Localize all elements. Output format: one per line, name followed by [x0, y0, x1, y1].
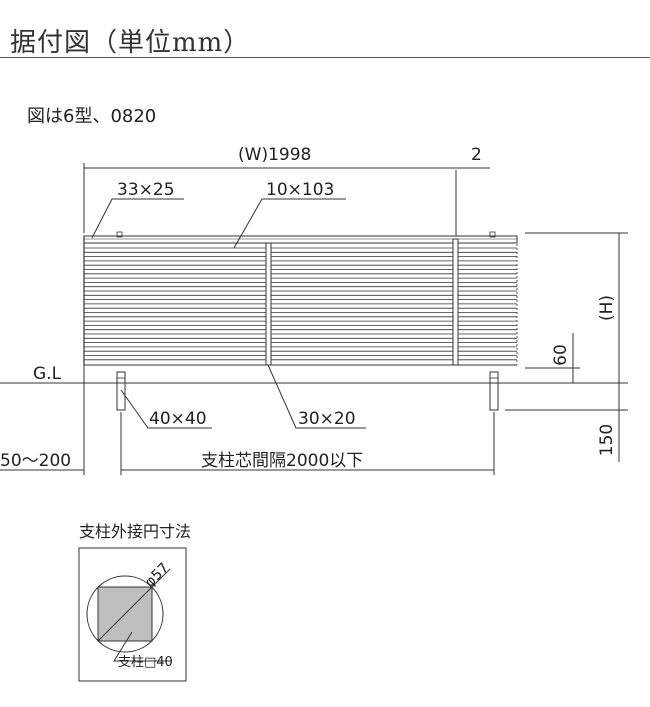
post-label: 40×40 [149, 409, 207, 429]
detail-leader [113, 631, 172, 662]
fence-panel [83, 170, 518, 366]
slat-leader [233, 198, 346, 249]
post-cap-left [116, 231, 123, 238]
ground-label: G.L [33, 364, 62, 384]
diameter-label: φ57 [142, 560, 172, 590]
height-dimension [525, 232, 628, 383]
post-left [116, 371, 126, 411]
detail-frame [78, 547, 187, 682]
diameter-line [97, 568, 171, 642]
rail-label: 33×25 [117, 180, 175, 200]
circumscribed-circle [86, 575, 164, 653]
span-label: 支柱芯間隔2000以下 [201, 451, 363, 471]
posts [116, 371, 499, 411]
top-rail [83, 235, 518, 244]
detail-post-label: 支柱□40 [118, 655, 173, 670]
embed-dimension [505, 383, 628, 462]
post-leader [120, 389, 212, 429]
end-post [452, 238, 459, 366]
width-label: (W)1998 [238, 145, 311, 165]
page-title: 据付図（単位mm） [10, 28, 251, 58]
detail-title: 支柱外接円寸法 [79, 522, 191, 541]
depth-label: 50～200 [0, 451, 71, 471]
clearance-label: 60 [551, 344, 571, 366]
post-right [489, 371, 499, 411]
figure-subtitle: 図は6型、0820 [27, 106, 157, 127]
mid-post [265, 242, 272, 366]
mid-post-leader [267, 364, 366, 429]
gap-label: 2 [471, 145, 482, 165]
title-divider [0, 57, 650, 58]
rail-leader [91, 198, 184, 239]
span-dimension [0, 365, 495, 475]
slat-lines [84, 247, 517, 361]
slat-label: 10×103 [266, 180, 334, 200]
post-cap-right [489, 231, 496, 238]
clearance-dimension [525, 333, 580, 383]
height-label: (H) [597, 295, 617, 321]
embed-label: 150 [597, 424, 617, 456]
width-dimension [83, 163, 490, 233]
mid-post-label: 30×20 [298, 409, 356, 429]
